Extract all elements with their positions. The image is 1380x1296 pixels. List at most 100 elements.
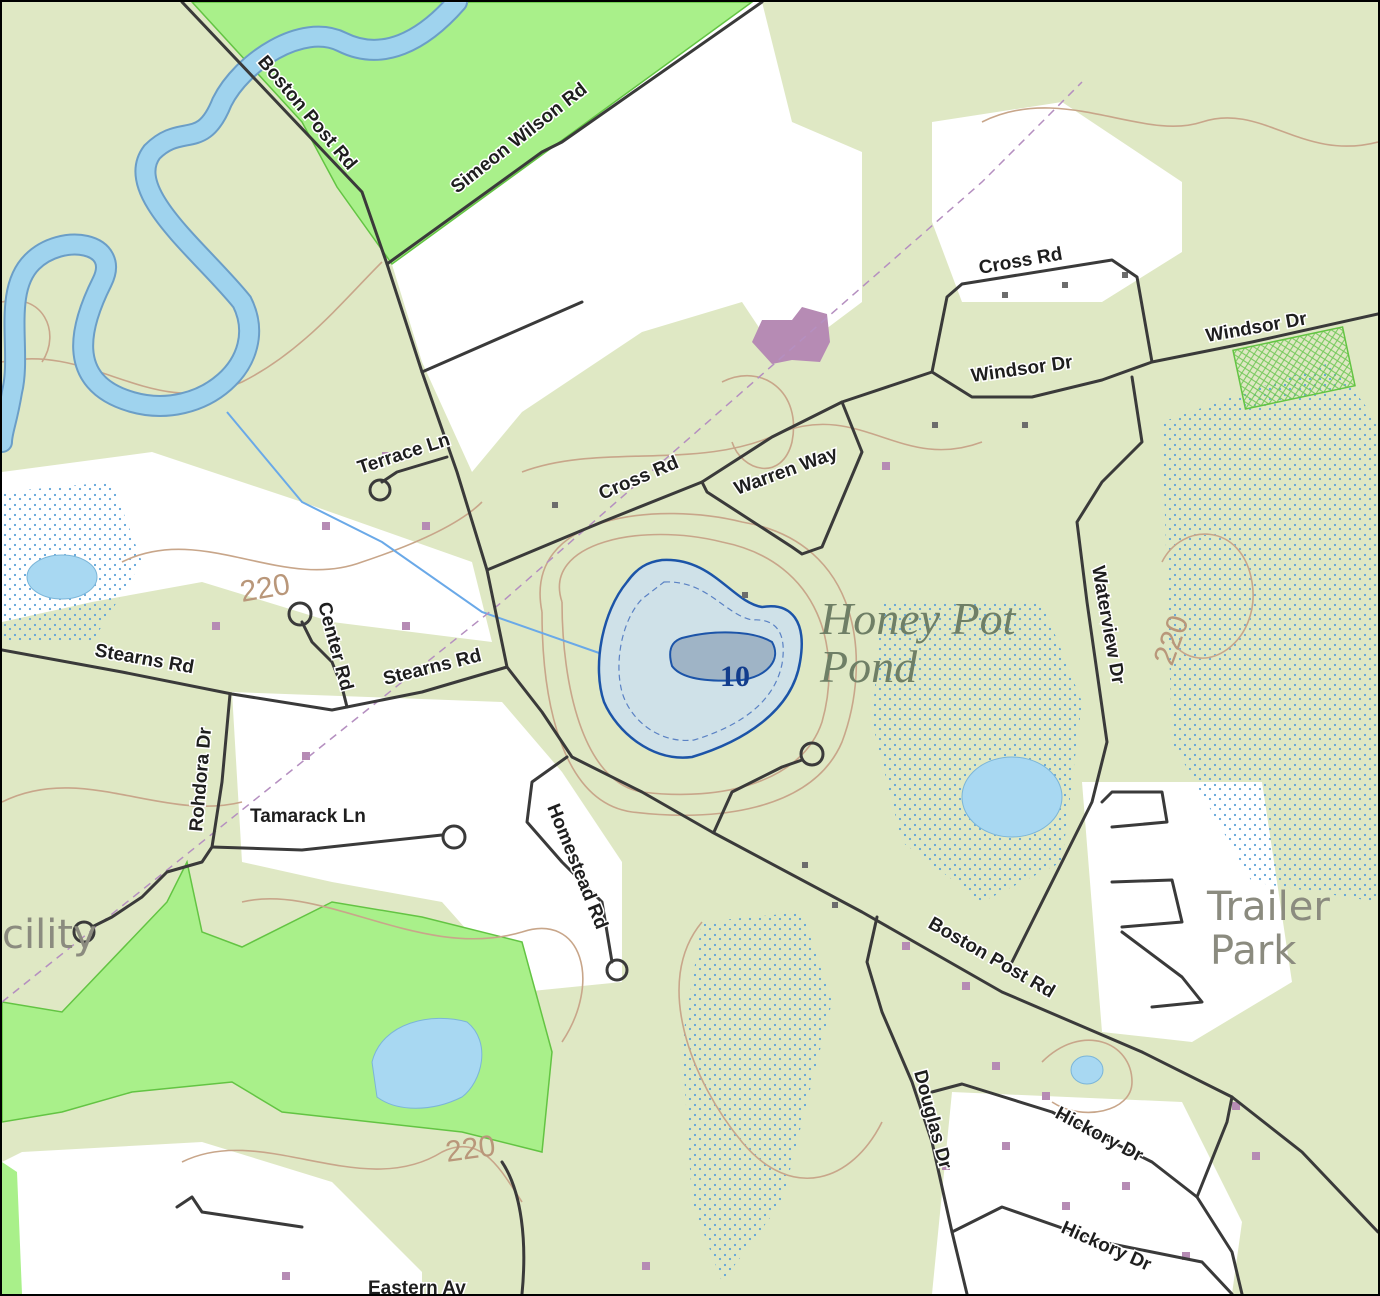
road-spur[interactable] [712, 758, 804, 834]
building [942, 1162, 950, 1170]
building [382, 452, 390, 460]
road-terrace-ln[interactable] [380, 455, 449, 484]
tree-dot [802, 862, 808, 868]
road-trailer-park[interactable] [1100, 790, 1204, 1009]
pond-depth-contour [618, 581, 784, 742]
building [962, 982, 970, 990]
cul-de-sac [799, 741, 825, 767]
road-windsor-west[interactable] [930, 312, 1378, 399]
pond-small [371, 1017, 483, 1109]
cul-de-sac [605, 958, 629, 982]
contour-line [2, 787, 243, 807]
pond-name-line2: Pond [819, 641, 918, 692]
tree-dot [552, 502, 558, 508]
small-ponds [26, 554, 1104, 1109]
contour-line [721, 374, 795, 470]
building [1252, 1152, 1260, 1160]
contour-elevation-label: 220 [443, 1129, 497, 1169]
road-cross-loop[interactable] [930, 258, 1154, 374]
pond-small [26, 554, 98, 600]
road-simeon-wilson[interactable] [385, 2, 764, 266]
road-boston-post[interactable] [180, 2, 1378, 1234]
open-land-west [2, 452, 492, 642]
cul-de-sac [72, 920, 96, 944]
tree-dot [1062, 282, 1068, 288]
protected-land-hatched [1232, 326, 1356, 410]
place-label-park: Park [1210, 928, 1297, 974]
road-waterview[interactable] [1010, 375, 1144, 964]
building [882, 462, 890, 470]
tree-dot [932, 422, 938, 428]
open-land-central [232, 692, 622, 992]
building [1122, 1182, 1130, 1190]
building [992, 1062, 1000, 1070]
river [2, 2, 603, 655]
building [902, 942, 910, 950]
building [1182, 1252, 1190, 1260]
tree-dot [832, 902, 838, 908]
contour-line [1041, 1039, 1133, 1114]
cul-de-sac [441, 824, 467, 850]
building-cluster [752, 307, 830, 364]
building-markers [212, 307, 1260, 1280]
power-line [2, 81, 1083, 1003]
pond-depth-label: 10 [720, 660, 750, 693]
road-hickory-east[interactable] [1195, 1195, 1244, 1294]
road-bottom-left[interactable] [175, 1195, 304, 1229]
building [1232, 1102, 1240, 1110]
building [1042, 1092, 1050, 1100]
road-hickory-north[interactable] [930, 1082, 1199, 1199]
road-label-eastern[interactable]: Eastern Av [367, 1277, 468, 1295]
contour-line [241, 897, 584, 1043]
tree-dot [1022, 422, 1028, 428]
pond-name-line1: Honey Pot [819, 593, 1017, 644]
road-center-rd[interactable] [300, 620, 349, 709]
marsh-south [682, 912, 832, 1282]
pond-small [1070, 1055, 1104, 1085]
road-label-tamarack[interactable]: Tamarack Ln [249, 805, 368, 829]
stream [226, 411, 603, 655]
cul-de-sac [287, 601, 313, 627]
protected-land-north [190, 2, 754, 266]
road-eastern-av[interactable] [500, 1160, 526, 1294]
contour-line [121, 501, 483, 571]
place-label-trailer: Trailer [1206, 884, 1330, 930]
building [322, 522, 330, 530]
road-misc-north[interactable] [420, 300, 584, 374]
building [282, 1272, 290, 1280]
road-stearns[interactable] [2, 648, 509, 712]
road-warren-way[interactable] [700, 400, 864, 556]
building [1062, 1202, 1070, 1210]
road-rohdora[interactable] [90, 692, 232, 929]
building [402, 622, 410, 630]
marsh-east [1162, 362, 1378, 902]
road-hickory-connector[interactable] [1195, 1095, 1234, 1199]
road-tamarack[interactable] [210, 833, 444, 852]
contour-line [558, 533, 830, 796]
river-water [2, 2, 466, 451]
building [1002, 1142, 1010, 1150]
road-homestead[interactable] [525, 755, 614, 964]
contour-line [981, 107, 1378, 147]
contour-line [1161, 533, 1254, 659]
contour-line [539, 512, 858, 817]
road-hickory-south[interactable] [950, 1205, 1234, 1294]
building [422, 522, 430, 530]
tree-dot [1002, 292, 1008, 298]
building [302, 752, 310, 760]
tree-markers [552, 272, 1128, 908]
protected-land-southwest-edge [2, 1162, 22, 1294]
honey-pot-pond[interactable] [597, 558, 803, 759]
place-label-facility: cility [2, 912, 97, 958]
contour-line [181, 1145, 523, 1203]
tree-dot [742, 592, 748, 598]
pond-small [961, 756, 1063, 838]
building [642, 1262, 650, 1270]
road-cross-west[interactable] [485, 370, 934, 572]
open-land-northeast [932, 102, 1182, 302]
building [212, 622, 220, 630]
contour-line [678, 921, 883, 1179]
